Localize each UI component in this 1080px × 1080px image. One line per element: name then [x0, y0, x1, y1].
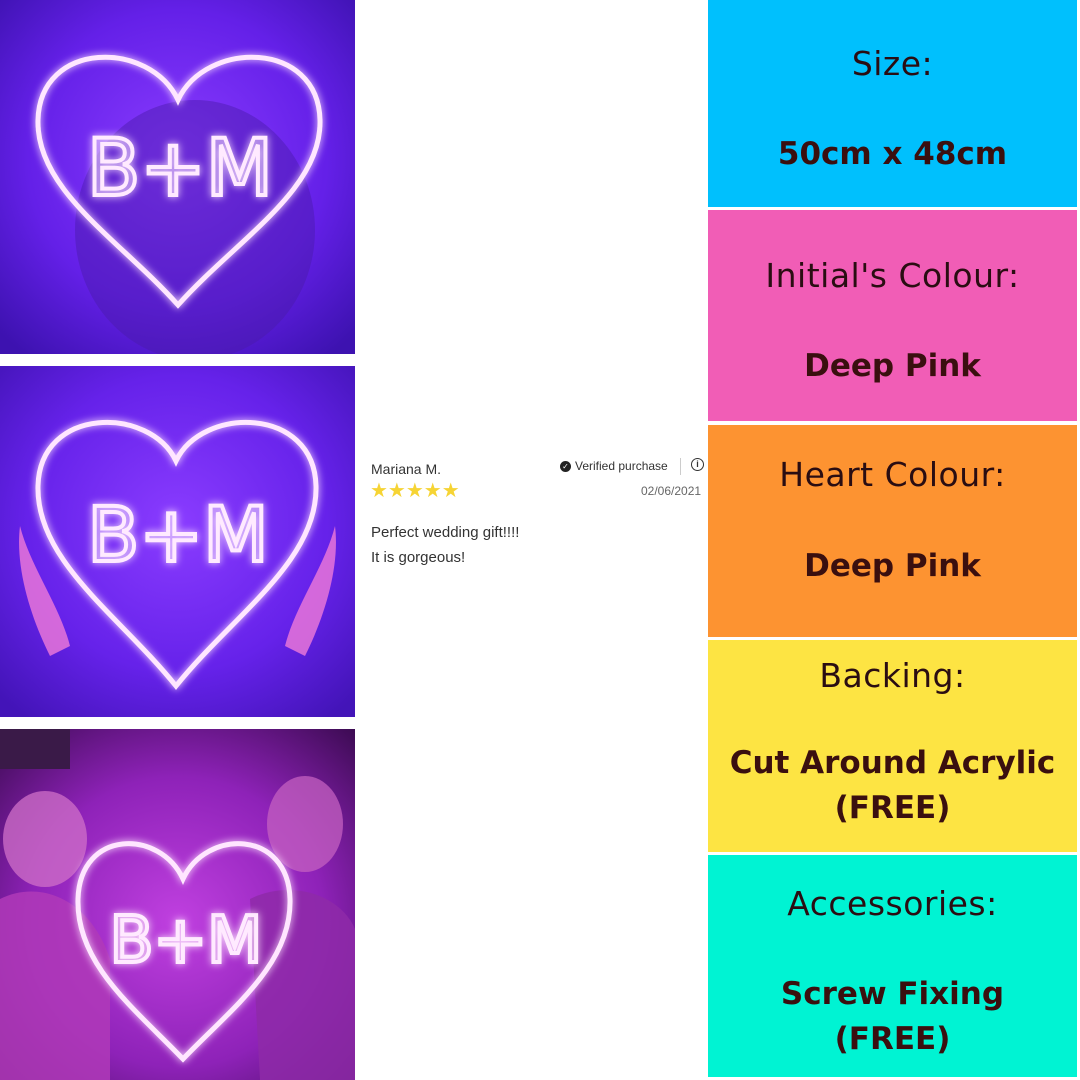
reviewer-name: Mariana M. — [371, 461, 442, 477]
review-text: Perfect wedding gift!!!! It is gorgeous! — [371, 520, 519, 570]
option-label: Backing: — [819, 656, 966, 695]
option-panel-accessories: Accessories: Screw Fixing (FREE) — [708, 855, 1077, 1077]
sign-text-3: B+M — [110, 904, 263, 978]
review-date: 02/06/2021 — [641, 484, 702, 498]
option-value-note: (FREE) — [834, 790, 951, 826]
review-text-line: It is gorgeous! — [371, 549, 466, 566]
option-value: Deep Pink — [804, 348, 981, 384]
sign-text-1: B+M — [87, 124, 273, 214]
option-panel-heart-colour: Heart Colour: Deep Pink — [708, 425, 1077, 637]
info-icon[interactable]: i — [691, 458, 704, 471]
option-panel-initials-colour: Initial's Colour: Deep Pink — [708, 210, 1077, 421]
review-text-line: Perfect wedding gift!!!! — [371, 524, 520, 541]
option-value: Screw Fixing — [780, 976, 1005, 1012]
verified-purchase-badge: ✓ Verified purchase — [560, 459, 668, 473]
option-label: Size: — [851, 44, 934, 83]
option-value: Cut Around Acrylic — [729, 745, 1056, 781]
option-value: Deep Pink — [804, 548, 981, 584]
check-icon: ✓ — [560, 460, 571, 472]
verified-label: Verified purchase — [575, 459, 668, 473]
divider — [680, 458, 681, 475]
option-label: Initial's Colour: — [765, 256, 1020, 295]
neon-sign-photo-1: B+M — [0, 0, 355, 354]
option-label: Heart Colour: — [779, 455, 1006, 494]
option-value: 50cm x 48cm — [777, 136, 1008, 172]
neon-sign-photo-2: B+M — [0, 366, 355, 717]
option-value-note: (FREE) — [834, 1021, 951, 1057]
star-rating: ★★★★★ — [370, 480, 460, 502]
neon-sign-photo-3: B+M — [0, 729, 355, 1080]
option-label: Accessories: — [787, 884, 998, 923]
customer-review: Mariana M. ✓ Verified purchase i ★★★★★ 0… — [360, 450, 710, 580]
option-panel-size: Size: 50cm x 48cm — [708, 0, 1077, 207]
sign-text-2: B+M — [87, 490, 268, 579]
option-panel-backing: Backing: Cut Around Acrylic (FREE) — [708, 640, 1077, 852]
